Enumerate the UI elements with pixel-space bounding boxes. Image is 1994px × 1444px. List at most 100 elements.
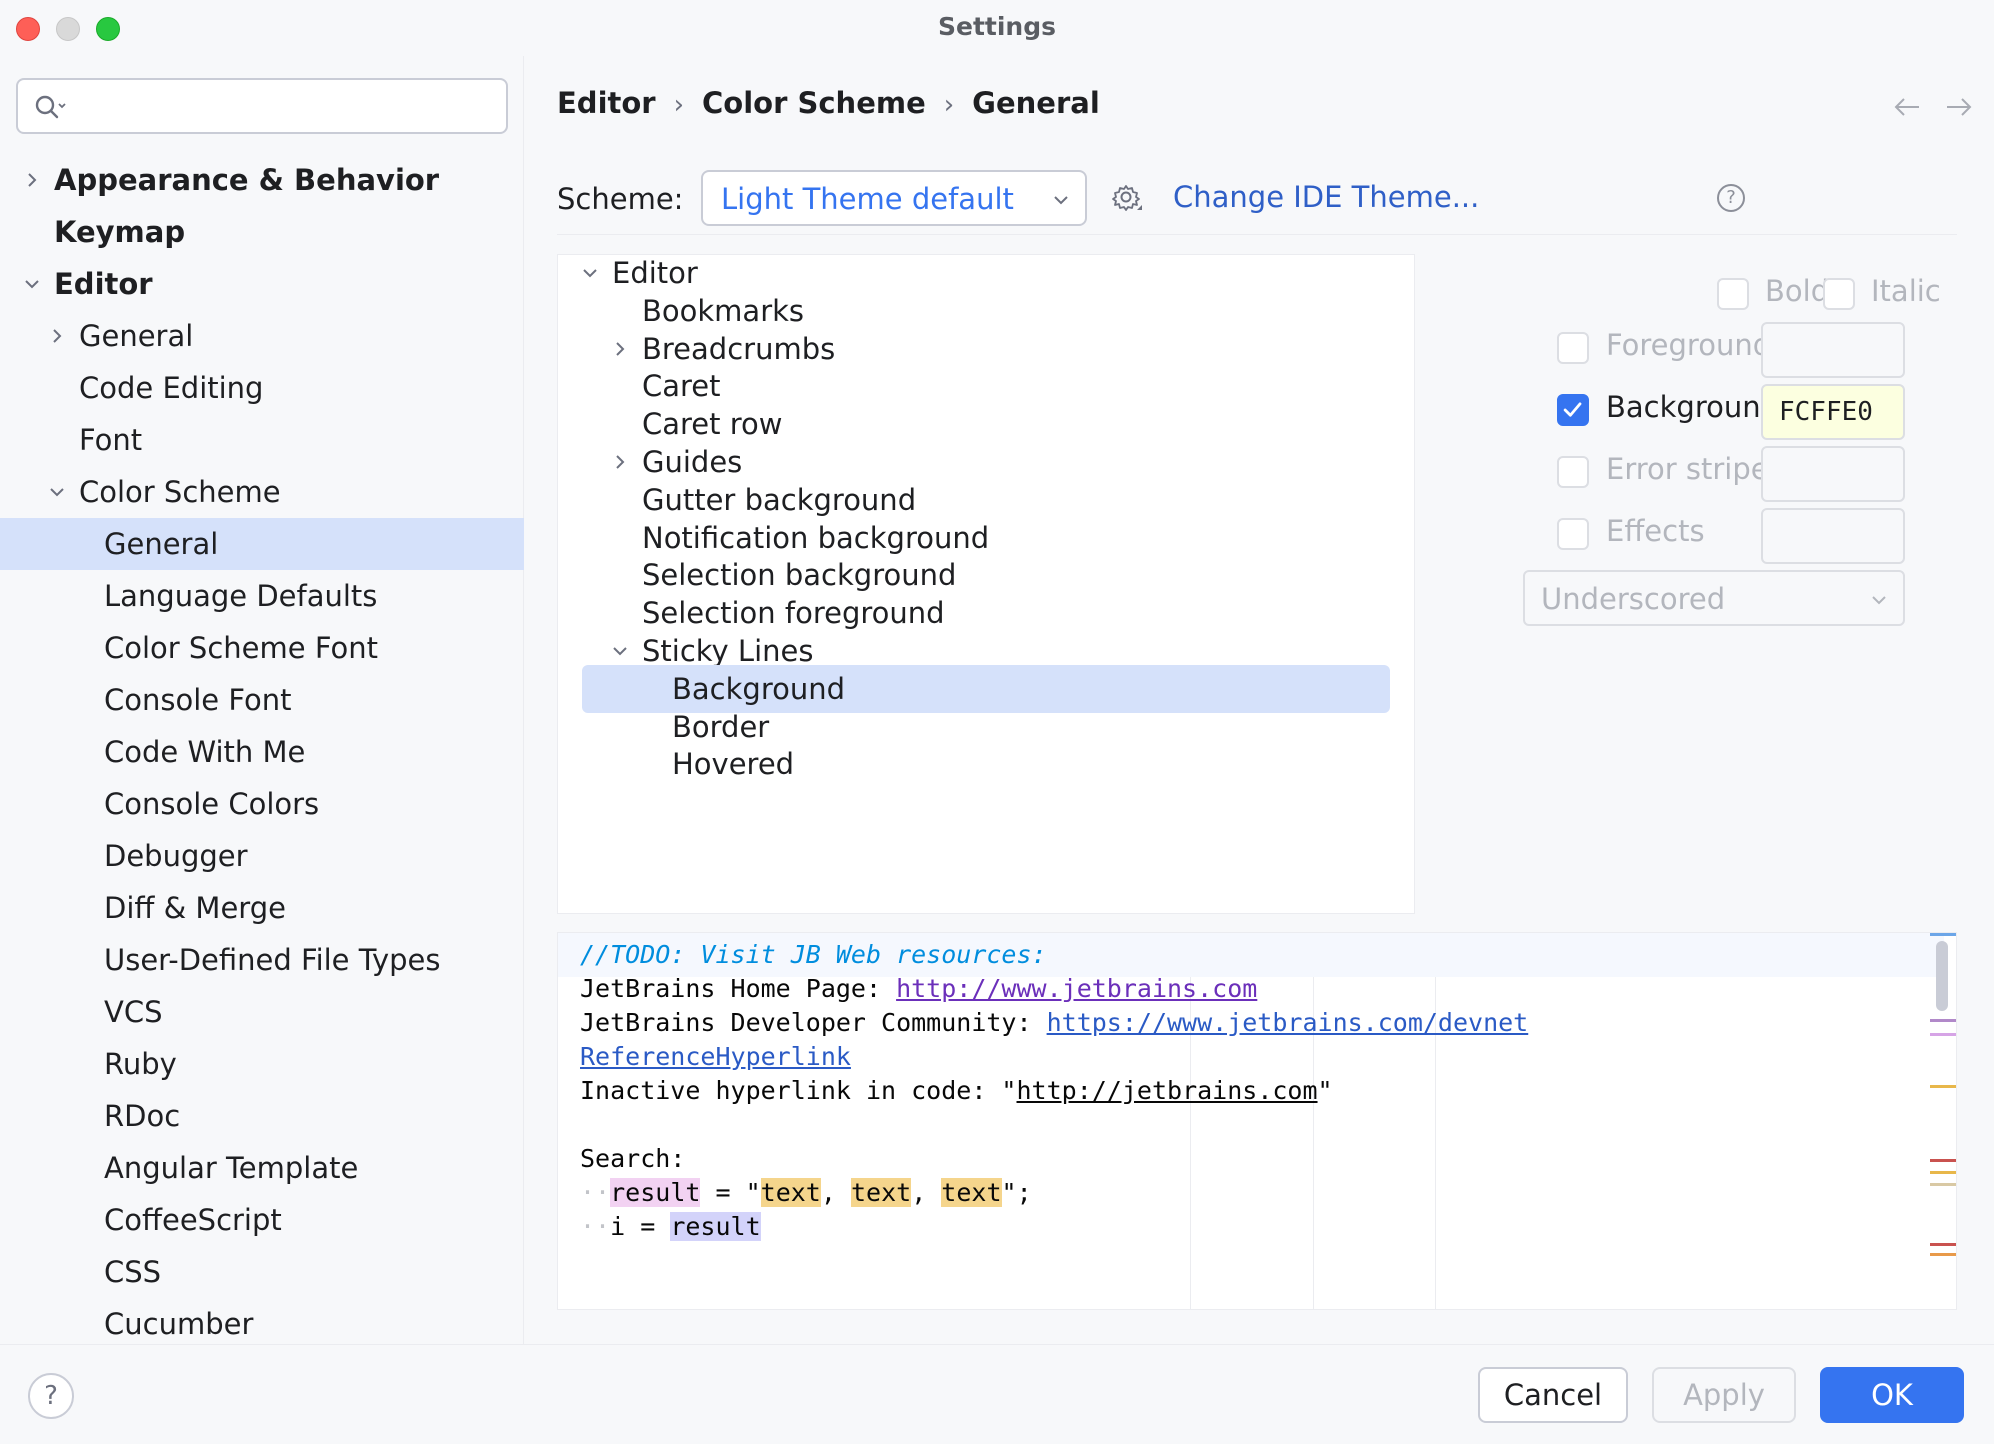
breadcrumb-item-editor[interactable]: Editor bbox=[557, 86, 656, 120]
back-arrow-icon[interactable] bbox=[1892, 94, 1922, 120]
attribute-item-notification-background[interactable]: Notification background bbox=[558, 514, 1414, 562]
chevron-down-icon[interactable] bbox=[608, 639, 632, 663]
sidebar-item-color-scheme[interactable]: Color Scheme bbox=[0, 466, 524, 518]
sidebar-item-language-defaults[interactable]: Language Defaults bbox=[0, 570, 524, 622]
sidebar-item-editor[interactable]: Editor bbox=[0, 258, 524, 310]
sidebar-item-code-with-me[interactable]: Code With Me bbox=[0, 726, 524, 778]
sidebar-item-ruby[interactable]: Ruby bbox=[0, 1038, 524, 1090]
sidebar-item-keymap[interactable]: Keymap bbox=[0, 206, 524, 258]
window-maximize-button[interactable] bbox=[96, 17, 120, 41]
attribute-item-background[interactable]: Background bbox=[558, 664, 1414, 713]
attribute-item-sticky-lines[interactable]: Sticky Lines bbox=[558, 627, 1414, 675]
reference-hyperlink[interactable]: ReferenceHyperlink bbox=[580, 1042, 851, 1071]
indent-guide bbox=[1313, 933, 1314, 1309]
color-scheme-preview[interactable]: //TODO: Visit JB Web resources: JetBrain… bbox=[557, 932, 1957, 1310]
chevron-right-icon[interactable] bbox=[20, 154, 44, 206]
sidebar-item-console-font[interactable]: Console Font bbox=[0, 674, 524, 726]
sidebar-item-general[interactable]: General bbox=[0, 518, 524, 570]
sidebar-item-console-colors[interactable]: Console Colors bbox=[0, 778, 524, 830]
chevron-down-icon[interactable] bbox=[608, 627, 632, 675]
change-ide-theme-link[interactable]: Change IDE Theme... bbox=[1173, 180, 1480, 214]
chevron-right-icon[interactable] bbox=[608, 325, 632, 373]
attribute-item-label: Editor bbox=[612, 256, 698, 290]
forward-arrow-icon[interactable] bbox=[1944, 94, 1974, 120]
sidebar-item-color-scheme-font[interactable]: Color Scheme Font bbox=[0, 622, 524, 674]
breadcrumb-item-color-scheme[interactable]: Color Scheme bbox=[702, 86, 926, 120]
attribute-item-label: Guides bbox=[642, 445, 743, 479]
effects-label: Effects bbox=[1606, 514, 1705, 548]
attribute-item-editor[interactable]: Editor bbox=[558, 255, 1414, 297]
sidebar-item-label: Code With Me bbox=[104, 735, 306, 769]
effects-checkbox[interactable] bbox=[1557, 518, 1589, 550]
search-input[interactable] bbox=[16, 78, 508, 134]
error-stripe-checkbox[interactable] bbox=[1557, 456, 1589, 488]
sidebar-item-appearance-behavior[interactable]: Appearance & Behavior bbox=[0, 154, 524, 206]
attribute-item-label: Border bbox=[672, 709, 770, 744]
effect-type-dropdown[interactable]: Underscored bbox=[1523, 570, 1905, 626]
attribute-item-selection-foreground[interactable]: Selection foreground bbox=[558, 589, 1414, 637]
chevron-down-icon[interactable] bbox=[578, 261, 602, 285]
attribute-item-gutter-background[interactable]: Gutter background bbox=[558, 476, 1414, 524]
sidebar-item-debugger[interactable]: Debugger bbox=[0, 830, 524, 882]
background-checkbox[interactable] bbox=[1557, 394, 1589, 426]
window-minimize-button[interactable] bbox=[56, 17, 80, 41]
inactive-hyperlink: http://jetbrains.com bbox=[1016, 1076, 1318, 1105]
error-stripe-color-field[interactable] bbox=[1761, 446, 1905, 502]
chevron-down-icon[interactable] bbox=[578, 255, 602, 297]
bold-checkbox[interactable] bbox=[1717, 278, 1749, 310]
chevron-down-icon[interactable] bbox=[45, 480, 69, 504]
sidebar-item-general[interactable]: General bbox=[0, 310, 524, 362]
scheme-dropdown[interactable]: Light Theme default bbox=[701, 170, 1087, 226]
hyperlink-visited[interactable]: http://www.jetbrains.com bbox=[896, 974, 1258, 1003]
sidebar-item-code-editing[interactable]: Code Editing bbox=[0, 362, 524, 414]
chevron-right-icon[interactable] bbox=[608, 337, 632, 361]
window-close-button[interactable] bbox=[16, 17, 40, 41]
chevron-down-icon[interactable] bbox=[20, 272, 44, 296]
chevron-right-icon[interactable] bbox=[45, 324, 69, 348]
sidebar-item-label: Code Editing bbox=[79, 371, 264, 405]
sidebar-item-diff-merge[interactable]: Diff & Merge bbox=[0, 882, 524, 934]
attribute-item-bookmarks[interactable]: Bookmarks bbox=[558, 287, 1414, 335]
apply-button[interactable]: Apply bbox=[1652, 1367, 1796, 1423]
attribute-item-caret-row[interactable]: Caret row bbox=[558, 400, 1414, 448]
attribute-item-hovered[interactable]: Hovered bbox=[558, 740, 1414, 788]
code-line-reference: ReferenceHyperlink bbox=[580, 1035, 851, 1079]
sidebar-item-user-defined-file-types[interactable]: User-Defined File Types bbox=[0, 934, 524, 986]
background-color-field[interactable]: FCFFE0 bbox=[1761, 384, 1905, 440]
chevron-right-icon[interactable] bbox=[608, 438, 632, 486]
sidebar-item-vcs[interactable]: VCS bbox=[0, 986, 524, 1038]
foreground-checkbox[interactable] bbox=[1557, 332, 1589, 364]
cancel-button[interactable]: Cancel bbox=[1478, 1367, 1628, 1423]
sidebar-item-cucumber[interactable]: Cucumber bbox=[0, 1298, 524, 1350]
scrollbar-thumb[interactable] bbox=[1936, 941, 1948, 1011]
sidebar-item-label: Keymap bbox=[54, 215, 186, 249]
chevron-down-icon[interactable] bbox=[45, 466, 69, 518]
attribute-item-breadcrumbs[interactable]: Breadcrumbs bbox=[558, 325, 1414, 373]
sidebar-item-angular-template[interactable]: Angular Template bbox=[0, 1142, 524, 1194]
help-icon[interactable]: ? bbox=[1717, 184, 1745, 212]
chevron-right-icon[interactable] bbox=[20, 168, 44, 192]
sidebar-item-coffeescript[interactable]: CoffeeScript bbox=[0, 1194, 524, 1246]
attribute-item-caret[interactable]: Caret bbox=[558, 362, 1414, 410]
ok-button[interactable]: OK bbox=[1820, 1367, 1964, 1423]
sidebar-item-label: General bbox=[79, 319, 194, 353]
sidebar-item-font[interactable]: Font bbox=[0, 414, 524, 466]
attribute-item-label: Hovered bbox=[672, 747, 795, 782]
hyperlink[interactable]: https://www.jetbrains.com/devnet bbox=[1046, 1008, 1529, 1037]
sidebar-item-rdoc[interactable]: RDoc bbox=[0, 1090, 524, 1142]
attribute-item-selection-background[interactable]: Selection background bbox=[558, 551, 1414, 599]
chevron-right-icon[interactable] bbox=[608, 450, 632, 474]
code-text: "; bbox=[1001, 1178, 1032, 1207]
effects-color-field[interactable] bbox=[1761, 508, 1905, 564]
chevron-down-icon[interactable] bbox=[20, 258, 44, 310]
foreground-color-field[interactable] bbox=[1761, 322, 1905, 378]
attribute-item-border[interactable]: Border bbox=[558, 703, 1414, 751]
sidebar-item-label: Angular Template bbox=[104, 1151, 359, 1185]
help-button[interactable]: ? bbox=[28, 1373, 74, 1419]
sidebar-item-css[interactable]: CSS bbox=[0, 1246, 524, 1298]
chevron-right-icon[interactable] bbox=[45, 310, 69, 362]
italic-checkbox[interactable] bbox=[1823, 278, 1855, 310]
gear-icon[interactable] bbox=[1111, 182, 1143, 214]
attribute-item-guides[interactable]: Guides bbox=[558, 438, 1414, 486]
scrollbar-marker bbox=[1930, 933, 1956, 936]
